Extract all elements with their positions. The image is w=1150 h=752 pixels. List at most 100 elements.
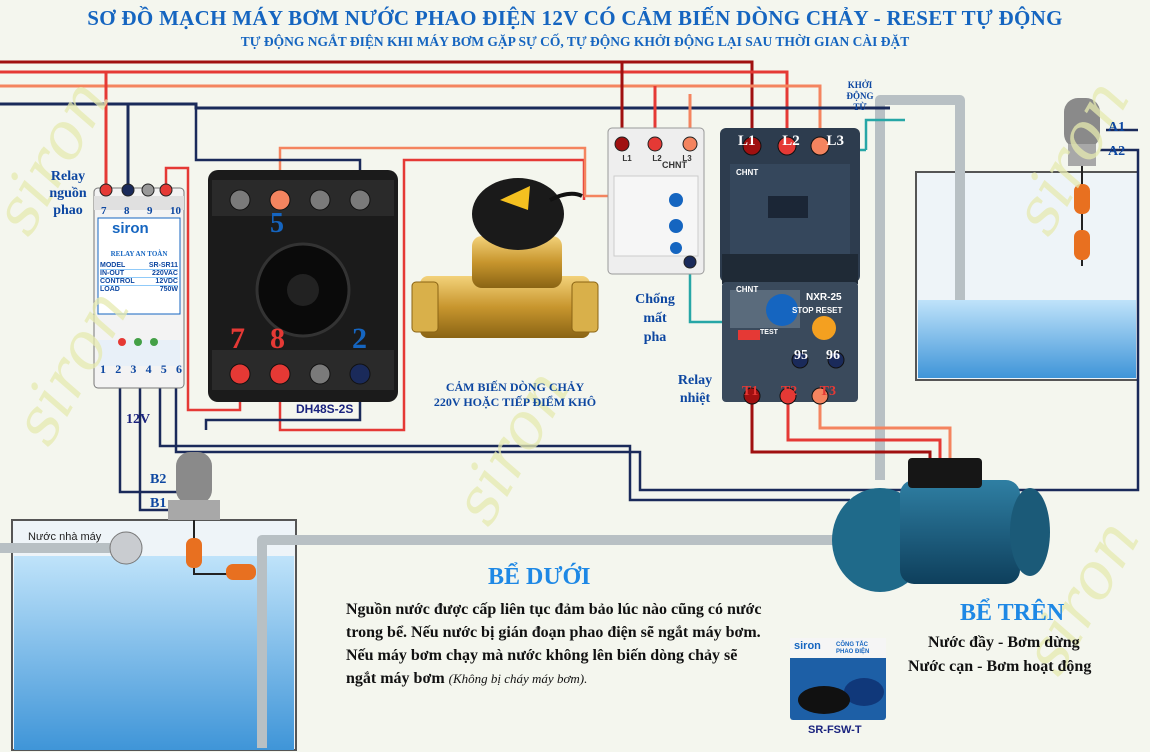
power-relay-module bbox=[93, 187, 185, 389]
thermal-reset: RESET bbox=[815, 306, 843, 315]
product-box bbox=[790, 638, 886, 720]
spec-key: LOAD bbox=[100, 286, 120, 293]
phase-relay-brand: CHNT bbox=[662, 160, 687, 170]
contactor-bottom-labels: T1 T2 T3 bbox=[742, 384, 836, 400]
lower-tank-heading: BỂ DƯỚI bbox=[488, 564, 591, 590]
product-model: SR-FSW-T bbox=[808, 724, 862, 736]
diagram-title: SƠ ĐỒ MẠCH MÁY BƠM NƯỚC PHAO ĐIỆN 12V CÓ… bbox=[87, 6, 1063, 30]
contactor-t2: T2 bbox=[780, 384, 798, 399]
spec-val: 750W bbox=[159, 286, 178, 293]
term-2: 2 bbox=[115, 362, 122, 376]
spec-val: 220VAC bbox=[152, 270, 178, 277]
thermal-model: NXR-25 bbox=[806, 292, 842, 303]
term-7: 7 bbox=[101, 205, 107, 217]
spec-key: MODEL bbox=[100, 262, 126, 269]
upper-float-switch bbox=[1064, 98, 1100, 266]
upper-tank-line1: Nước đầy - Bơm dừng bbox=[928, 634, 1080, 651]
contactor-top-labels: L1 L2 L3 bbox=[738, 133, 844, 150]
lower-tank-description: Nguồn nước được cấp liên tục đảm bảo lúc… bbox=[346, 598, 766, 690]
power-relay-brand: siron bbox=[112, 220, 149, 237]
contactor-t3: T3 bbox=[819, 384, 836, 399]
water-pump bbox=[832, 458, 1050, 592]
product-brand: siron bbox=[794, 640, 821, 652]
inlet-float-valve bbox=[109, 531, 143, 565]
lower-float-switch bbox=[168, 452, 256, 580]
inlet-label: Nước nhà máy bbox=[28, 531, 102, 543]
product-box-title: CÔNG TẮC PHAO ĐIỆN bbox=[836, 642, 870, 655]
contactor-l3: L3 bbox=[826, 133, 844, 149]
float-a1-label: A1 bbox=[1108, 120, 1126, 135]
power-relay-label-line1: Relay bbox=[50, 169, 86, 184]
contactor-t1: T1 bbox=[742, 384, 759, 399]
thermal-test: TEST bbox=[760, 329, 778, 336]
term-5: 5 bbox=[160, 362, 167, 376]
phase-term-l2: L2 bbox=[652, 154, 662, 163]
power-relay-label-line3: phao bbox=[53, 203, 83, 218]
contactor-l2: L2 bbox=[782, 133, 800, 149]
lower-tank-note: (Không bị cháy máy bơm). bbox=[448, 671, 588, 686]
spec-key: CONTROL bbox=[100, 278, 135, 285]
power-relay-bottom-nums: 1 2 3 4 5 6 bbox=[100, 362, 182, 377]
power-relay-top-terminals bbox=[99, 183, 173, 197]
timer-model: DH48S-2S bbox=[296, 402, 354, 416]
term-4: 4 bbox=[145, 362, 152, 376]
timer-pin-8: 8 bbox=[270, 322, 285, 355]
flow-sensor bbox=[411, 178, 599, 338]
power-relay-leds bbox=[118, 338, 158, 346]
term-9: 9 bbox=[147, 205, 153, 217]
phase-relay-terminals-labels: L1 L2 L3 bbox=[612, 154, 702, 163]
term-8: 8 bbox=[124, 205, 130, 217]
timer-bottom-terminals bbox=[229, 363, 371, 385]
term-1: 1 bbox=[100, 362, 106, 376]
phase-relay-terminals bbox=[614, 136, 698, 269]
phase-relay-label-line3: pha bbox=[643, 330, 667, 345]
contactor-body bbox=[720, 128, 860, 284]
contactor-terminals bbox=[742, 136, 845, 405]
contactor-label: KHỞI ĐỘNG TỪ bbox=[838, 80, 882, 113]
contactor-brand: CHNT bbox=[736, 168, 759, 177]
thermal-relay-label: Relay nhiệt bbox=[672, 372, 718, 408]
phase-term-l1: L1 bbox=[622, 154, 632, 163]
thermal-brand: CHNT bbox=[736, 285, 759, 294]
contactor-label-line3: TỪ bbox=[853, 102, 867, 112]
timer-pin-5: 5 bbox=[270, 208, 284, 239]
power-relay-spec-table: MODEL SR-SR11 IN-OUT 220VAC CONTROL 12VDC L… bbox=[100, 262, 178, 293]
phase-relay bbox=[607, 127, 705, 275]
contactor-label-line1: KHỞI bbox=[847, 80, 873, 90]
phase-relay-label: Chống mất pha bbox=[630, 290, 680, 347]
float-b2-label: B2 bbox=[150, 472, 167, 487]
term-3: 3 bbox=[130, 362, 137, 376]
thermal-stop-reset: STOP RESET bbox=[792, 306, 842, 315]
timer-socket bbox=[208, 170, 398, 402]
thermal-relay-body bbox=[722, 282, 858, 402]
phase-relay-label-line1: Chống bbox=[635, 292, 675, 307]
float-b1-label: B1 bbox=[150, 496, 167, 511]
thermal-relay-label-line2: nhiệt bbox=[679, 391, 711, 406]
thermal-relay-label-line1: Relay bbox=[677, 373, 713, 388]
float-a2-label: A2 bbox=[1108, 144, 1126, 159]
upper-tank-line2: Nước cạn - Bơm hoạt động bbox=[908, 658, 1092, 675]
flow-sensor-label-line1: CẢM BIẾN DÒNG CHẢY bbox=[445, 380, 585, 394]
phase-relay-label-line2: mất bbox=[643, 311, 667, 326]
timer-pin-2: 2 bbox=[352, 322, 367, 355]
thermal-nc-95: 95 bbox=[794, 348, 808, 363]
timer-pin-7: 7 bbox=[230, 322, 245, 355]
pipes bbox=[0, 95, 965, 748]
thermal-stop: STOP bbox=[792, 306, 814, 315]
lower-tank-desc-text: Nguồn nước được cấp liên tục đảm bảo lúc… bbox=[346, 601, 762, 687]
power-relay-label: Relay nguồn phao bbox=[40, 168, 96, 219]
contactor-label-line2: ĐỘNG bbox=[846, 91, 874, 101]
flow-sensor-label: CẢM BIẾN DÒNG CHẢY 220V HOẶC TIẾP ĐIỂM K… bbox=[420, 380, 610, 410]
lower-tank bbox=[11, 519, 297, 751]
power-relay-spec-title: RELAY AN TOÀN bbox=[110, 250, 168, 258]
spec-val: 12VDC bbox=[155, 278, 178, 285]
timer-top-terminals bbox=[229, 189, 371, 211]
phase-term-l3: L3 bbox=[682, 154, 692, 163]
power-relay-label-line2: nguồn bbox=[49, 186, 87, 201]
thermal-nc-96: 96 bbox=[826, 348, 840, 363]
diagram-subtitle: TỰ ĐỘNG NGẮT ĐIỆN KHI MÁY BƠM GẶP SỰ CỐ,… bbox=[240, 34, 910, 49]
voltage-label: 12V bbox=[126, 412, 151, 427]
upper-tank-heading: BỂ TRÊN bbox=[960, 600, 1065, 626]
spec-val: SR-SR11 bbox=[148, 262, 178, 269]
spec-key: IN-OUT bbox=[100, 270, 125, 277]
